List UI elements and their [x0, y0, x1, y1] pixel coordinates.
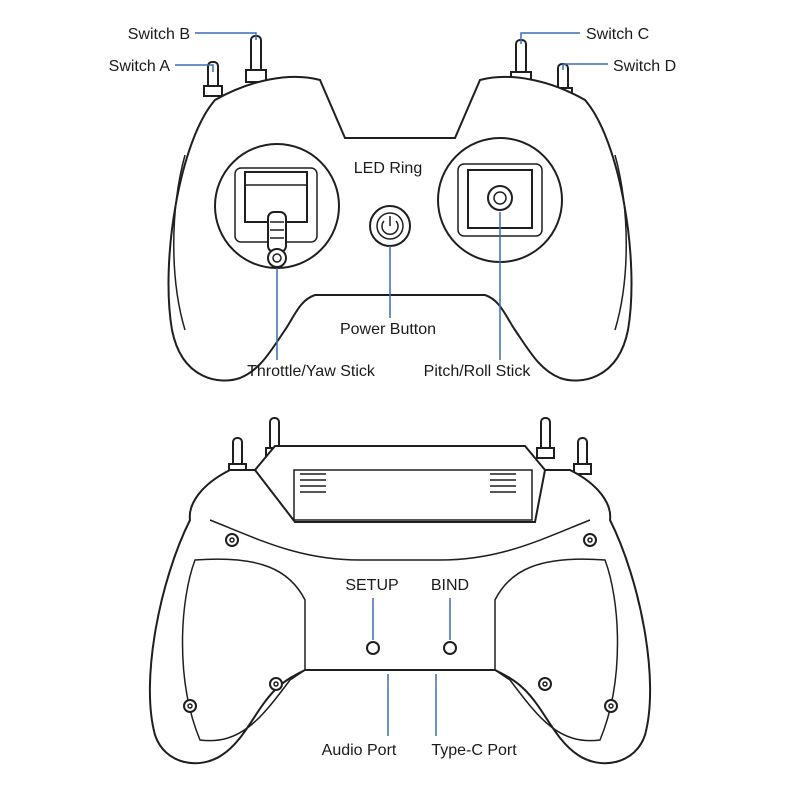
label-switch-d: Switch D: [613, 58, 676, 75]
switch-b: [245, 35, 267, 83]
screw-bottom-left: [183, 699, 197, 713]
back-switch-1: [228, 437, 247, 475]
right-grip-edge: [614, 154, 627, 331]
right-gimbal: [437, 137, 563, 263]
leader-switch-b: [195, 32, 257, 40]
label-switch-c: Switch C: [586, 26, 649, 43]
bind-button: [443, 641, 457, 655]
back-switch-3: [536, 417, 555, 459]
battery-cover: [293, 469, 533, 521]
left-vent: [300, 473, 326, 493]
label-type-c-port: Type-C Port: [431, 742, 517, 759]
back-switch-4: [573, 437, 592, 475]
power-icon: [381, 216, 399, 236]
label-switch-a: Switch A: [109, 58, 171, 75]
pitch-roll-stick: [487, 185, 513, 211]
leader-switch-a: [175, 64, 214, 72]
left-gimbal: [214, 143, 340, 269]
back-view: SETUP BIND Audio Port Type-C Port: [148, 417, 652, 765]
screw-top-right: [583, 533, 597, 547]
label-audio-port: Audio Port: [322, 742, 397, 759]
label-throttle-yaw-stick: Throttle/Yaw Stick: [247, 363, 376, 380]
leader-switch-d: [562, 63, 608, 70]
throttle-yaw-stick: [267, 211, 287, 268]
screw-bottom-right: [604, 699, 618, 713]
label-setup: SETUP: [345, 577, 398, 594]
left-grip-panel: [181, 558, 306, 742]
screw-mid-left: [269, 677, 283, 691]
left-grip-edge: [173, 154, 186, 331]
label-led-ring: LED Ring: [354, 160, 422, 177]
label-bind: BIND: [431, 577, 469, 594]
right-grip-panel: [494, 558, 619, 742]
right-vent: [490, 473, 516, 493]
label-switch-b: Switch B: [128, 26, 190, 43]
leader-switch-c: [520, 32, 580, 44]
label-pitch-roll-stick: Pitch/Roll Stick: [424, 363, 532, 380]
setup-button: [366, 641, 380, 655]
screw-mid-right: [538, 677, 552, 691]
screw-top-left: [225, 533, 239, 547]
power-button: [369, 205, 411, 247]
switch-a: [203, 61, 223, 97]
front-view: Switch B Switch A Switch C Switch D LED …: [109, 26, 676, 382]
back-shoulder-line: [209, 519, 591, 561]
label-power-button: Power Button: [340, 321, 436, 338]
top-plate: [253, 445, 547, 523]
